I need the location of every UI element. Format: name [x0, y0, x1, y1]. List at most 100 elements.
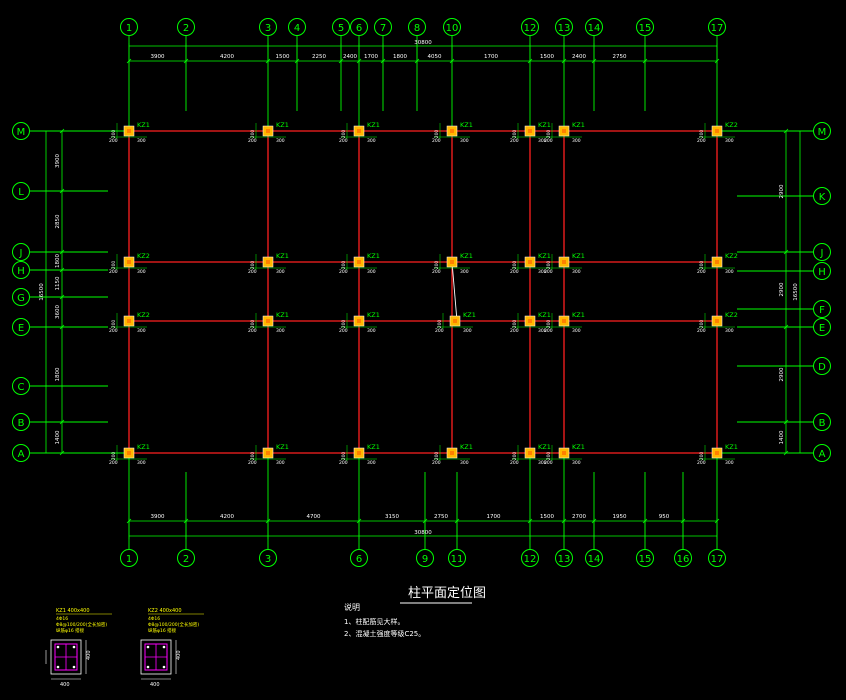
- column-label: KZ1: [367, 252, 380, 260]
- column-core: [453, 319, 457, 323]
- axis-bubble-right: [813, 262, 831, 280]
- axis-label-right: A: [819, 449, 826, 460]
- column-core: [528, 319, 532, 323]
- column-offset-text: 200: [339, 138, 348, 144]
- axis-label-left: A: [18, 449, 25, 460]
- column-core: [357, 260, 361, 264]
- column-label: KZ1: [276, 443, 289, 451]
- beams: [128, 130, 718, 454]
- column-offset-text: 200: [111, 452, 117, 461]
- column-offset-text: 300: [137, 460, 146, 466]
- axis-label-left: H: [17, 266, 25, 277]
- axis-bubble-right: [813, 243, 831, 261]
- axis-label-left: M: [17, 127, 26, 138]
- axis-label-right: D: [818, 362, 826, 373]
- axis-label-left: J: [19, 248, 23, 259]
- note-item-2: 2、混凝土强度等级C25。: [344, 629, 425, 638]
- dim-text: 1800: [55, 367, 61, 381]
- dim-text: 4200: [220, 54, 234, 60]
- dim-text: 1500: [540, 514, 554, 520]
- column-offset-text: 300: [460, 138, 469, 144]
- column-core: [528, 451, 532, 455]
- column-label: KZ1: [367, 443, 380, 451]
- column-offset-text: 200: [341, 452, 347, 461]
- axis-label-bottom: 15: [639, 554, 652, 565]
- column-offset-text: 200: [510, 269, 519, 275]
- column-label: KZ2: [725, 311, 738, 319]
- dim-text: 4050: [428, 54, 442, 60]
- axis-bubble-top: [259, 18, 277, 36]
- column-label: KZ1: [572, 252, 585, 260]
- detail-mark: KZ1 400x400: [56, 608, 90, 614]
- column-offset-text: 200: [109, 138, 118, 144]
- dim-text: 3900: [55, 154, 61, 168]
- column-offset-text: 200: [697, 138, 706, 144]
- column-label: KZ1: [572, 121, 585, 129]
- dim-text: 4200: [220, 514, 234, 520]
- axis-label-top: 2: [183, 23, 189, 34]
- axis-label-top: 17: [711, 23, 724, 34]
- dim-text: 2900: [779, 367, 785, 381]
- dim-text: 1700: [484, 54, 498, 60]
- axis-label-right: J: [820, 248, 824, 259]
- column-label: KZ1: [137, 121, 150, 129]
- column-core: [715, 260, 719, 264]
- column-offset-text: 200: [109, 269, 118, 275]
- column-offset-text: 300: [367, 460, 376, 466]
- detail-line: 纵筋φ16 搭接: [56, 627, 85, 634]
- axis-label-top: 5: [338, 23, 344, 34]
- column-offset-text: 300: [460, 460, 469, 466]
- notes-heading: 说明: [344, 602, 360, 612]
- column-offset-text: 200: [697, 460, 706, 466]
- column-offset-text: 200: [434, 452, 440, 461]
- column-core: [715, 451, 719, 455]
- dim-total-text: 30800: [414, 530, 432, 536]
- column-offset-text: 200: [512, 261, 518, 270]
- column-core: [528, 129, 532, 133]
- detail-line: 4Φ16: [56, 616, 68, 622]
- column-label: KZ2: [725, 121, 738, 129]
- column-offset-text: 300: [137, 269, 146, 275]
- column-offset-text: 200: [510, 460, 519, 466]
- detail-line: Φ8@100/200(全长加密): [56, 621, 107, 628]
- axis-bubble-left: [12, 444, 30, 462]
- column-offset-text: 200: [339, 460, 348, 466]
- axis-bubble-left: [12, 261, 30, 279]
- column-label: KZ1: [367, 311, 380, 319]
- axis-bubble-top: [120, 18, 138, 36]
- axis-label-bottom: 17: [711, 554, 724, 565]
- column-offset-text: 200: [434, 130, 440, 139]
- column-offset-text: 300: [463, 328, 472, 334]
- detail-line: Φ8@100/200(全长加密): [148, 621, 199, 628]
- drawing-title: 柱平面定位图: [408, 586, 486, 601]
- column-offset-text: 200: [109, 328, 118, 334]
- axis-bubble-left: [12, 288, 30, 306]
- column-core: [127, 129, 131, 133]
- detail-size-w: 400: [60, 682, 70, 688]
- column-offset-text: 200: [512, 130, 518, 139]
- dim-text: 1400: [55, 430, 61, 444]
- column-offset-text: 300: [276, 138, 285, 144]
- axis-label-top: 6: [356, 23, 362, 34]
- axis-bubble-right: [813, 413, 831, 431]
- axis-label-top: 3: [265, 23, 271, 34]
- column-label: KZ1: [538, 311, 551, 319]
- column-core: [450, 260, 454, 264]
- axis-label-bottom: 11: [451, 554, 464, 565]
- detail-line: 纵筋φ16 搭接: [148, 627, 177, 634]
- axis-label-top: 7: [380, 23, 386, 34]
- column-offset-text: 200: [544, 269, 553, 275]
